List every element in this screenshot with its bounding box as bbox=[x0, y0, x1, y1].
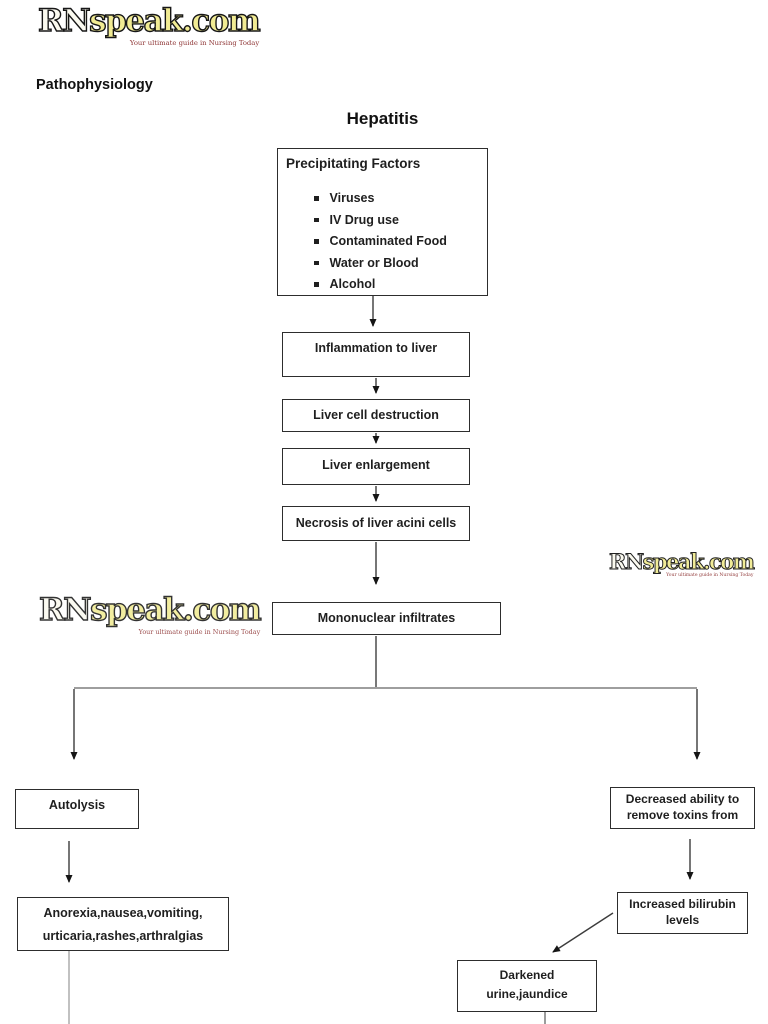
flow-box-label-line1: Anorexia,nausea,vomiting, bbox=[43, 906, 203, 920]
precipitating-factors-list: Viruses IV Drug use Contaminated Food Wa… bbox=[286, 188, 479, 296]
list-item-label: Water or Blood bbox=[329, 255, 419, 270]
flow-box-precipitating-factors: Precipitating Factors Viruses IV Drug us… bbox=[277, 148, 488, 296]
bullet-square-icon bbox=[314, 239, 319, 244]
flow-box-label-line2: remove toxins from bbox=[626, 808, 739, 823]
list-item: Water or Blood bbox=[314, 252, 479, 274]
rnspeak-logo-text: RNspeak.com bbox=[38, 592, 262, 628]
flow-box-autolysis: Autolysis bbox=[15, 789, 139, 829]
connector-increased-to-darkened bbox=[552, 912, 614, 953]
flow-box-label: Liver enlargement bbox=[322, 458, 430, 472]
logo-speak-text: speak.com bbox=[88, 3, 261, 39]
logo-tagline: Your ultimate guide in Nursing Today bbox=[666, 573, 754, 578]
flow-box-label: Mononuclear infiltrates bbox=[317, 611, 456, 626]
list-item-label: IV Drug use bbox=[329, 212, 399, 227]
flow-box-label-line1: Decreased ability to bbox=[625, 792, 740, 806]
logo-tagline: Your ultimate guide in Nursing Today bbox=[129, 39, 260, 47]
flow-box-label: Liver cell destruction bbox=[313, 408, 439, 423]
list-item: IV Drug use bbox=[314, 209, 479, 231]
flow-box-label: Inflammation to liver bbox=[314, 341, 438, 355]
precipitating-factors-title: Precipitating Factors bbox=[286, 156, 421, 171]
list-item: Alcohol bbox=[314, 274, 479, 296]
flow-box-decreased-ability: Decreased ability to remove toxins from bbox=[610, 787, 755, 829]
diagram-title: Hepatitis bbox=[346, 109, 419, 128]
flow-box-liver-enlargement: Liver enlargement bbox=[282, 448, 470, 485]
flow-box-inflammation: Inflammation to liver bbox=[282, 332, 470, 377]
rnspeak-watermark-right: RNspeak.com Your ultimate guide in Nursi… bbox=[609, 549, 756, 579]
bullet-square-icon bbox=[314, 196, 319, 201]
flow-box-label-line1: Darkened bbox=[499, 968, 555, 982]
flow-box-label-line2: levels bbox=[665, 913, 700, 928]
list-item-label: Viruses bbox=[329, 191, 375, 206]
rnspeak-watermark-left: RNspeak.com Your ultimate guide in Nursi… bbox=[38, 592, 262, 636]
bullet-square-icon bbox=[314, 260, 319, 266]
logo-tagline: Your ultimate guide in Nursing Today bbox=[138, 628, 261, 636]
rnspeak-logo-text: RNspeak.com bbox=[37, 3, 261, 39]
rnspeak-logo-text: RNspeak.com bbox=[609, 549, 756, 574]
flow-box-increased-bilirubin: Increased bilirubin levels bbox=[617, 892, 748, 934]
flow-box-necrosis: Necrosis of liver acini cells bbox=[282, 506, 470, 541]
flow-box-mononuclear-infiltrates: Mononuclear infiltrates bbox=[272, 602, 501, 635]
bullet-square-icon bbox=[314, 282, 319, 287]
flow-box-anorexia-symptoms: Anorexia,nausea,vomiting, urticaria,rash… bbox=[17, 897, 229, 951]
list-item-label: Alcohol bbox=[329, 277, 376, 292]
flow-box-label-line2: urine,jaundice bbox=[486, 987, 568, 1002]
bullet-square-icon bbox=[314, 217, 319, 223]
flow-box-label: Necrosis of liver acini cells bbox=[295, 516, 457, 531]
page-title: Pathophysiology bbox=[36, 77, 153, 93]
list-item: Viruses bbox=[314, 188, 479, 210]
logo-speak-text: speak.com bbox=[89, 592, 262, 628]
flow-box-label-line1: Increased bilirubin bbox=[629, 897, 736, 911]
flow-box-liver-cell-destruction: Liver cell destruction bbox=[282, 399, 470, 432]
flow-box-label: Autolysis bbox=[48, 798, 106, 812]
flow-box-label-line2: urticaria,rashes,arthralgias bbox=[42, 928, 204, 943]
logo-rn-text: RN bbox=[609, 549, 645, 574]
logo-rn-text: RN bbox=[37, 3, 91, 39]
list-item-label: Contaminated Food bbox=[329, 234, 447, 249]
flow-box-darkened-urine: Darkened urine,jaundice bbox=[457, 960, 597, 1012]
logo-speak-text: speak.com bbox=[642, 549, 755, 574]
rnspeak-logo: RNspeak.com Your ultimate guide in Nursi… bbox=[37, 3, 261, 47]
list-item: Contaminated Food bbox=[314, 231, 479, 253]
logo-rn-text: RN bbox=[38, 592, 92, 628]
